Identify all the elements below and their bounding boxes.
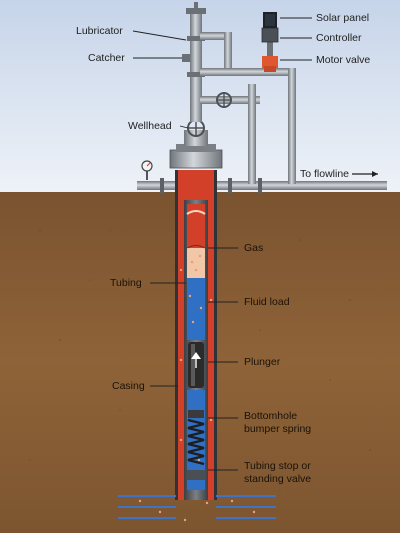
label-lubricator: Lubricator (76, 25, 123, 37)
label-tubing-stop-1: Tubing stop or (244, 460, 311, 472)
riser-collar-2 (187, 72, 205, 77)
wellhead-base-top (176, 144, 216, 152)
label-controller: Controller (316, 32, 362, 44)
label-wellhead: Wellhead (128, 120, 172, 132)
motor-valve-base (264, 66, 276, 72)
controller-box (261, 27, 279, 43)
tubing-upper-red (187, 204, 205, 248)
lubricator-cap (186, 8, 206, 14)
bubbles (179, 254, 213, 462)
label-tubing-stop-2: standing valve (244, 473, 312, 485)
tubing-stop (187, 470, 205, 480)
flowline-right-flange (228, 178, 232, 193)
label-tubing: Tubing (110, 277, 142, 289)
leader-lines (132, 17, 312, 471)
arrow-up-icon (191, 352, 201, 359)
flowline-flange-3 (258, 178, 262, 193)
perforations (118, 495, 276, 519)
label-motor-valve: Motor valve (316, 54, 371, 66)
upper-branch-h (200, 32, 230, 40)
riser-collar-1 (187, 36, 205, 41)
mid-branch-h (200, 68, 295, 76)
tubing-fluid-zone (187, 278, 205, 340)
bumper-top (188, 410, 204, 418)
upper-branch-v (224, 32, 232, 72)
perforation-bubbles (138, 499, 256, 522)
bumper-spring (187, 418, 205, 466)
flowline-left-flange (160, 178, 164, 193)
label-casing: Casing (112, 380, 145, 392)
label-solar-panel: Solar panel (316, 12, 370, 24)
lubricator-riser (190, 12, 202, 122)
plunger-highlight (191, 344, 195, 386)
label-to-flowline: To flowline (300, 168, 350, 180)
label-gas: Gas (244, 242, 264, 254)
gas-interface (186, 245, 206, 249)
earth-texture (28, 228, 372, 491)
label-catcher: Catcher (88, 52, 125, 64)
catcher-knob (182, 54, 190, 62)
label-plunger: Plunger (244, 356, 281, 368)
motor-valve-body (262, 56, 278, 68)
lower-branch-drop (248, 84, 256, 184)
wellhead-base (169, 149, 223, 169)
lubricator-top-rod (194, 2, 198, 10)
right-drop (288, 68, 296, 184)
label-fluid-load: Fluid load (244, 296, 290, 308)
pressure-gauge-icon (141, 160, 153, 180)
motor-valve-stem (267, 40, 273, 70)
top-interface (186, 210, 206, 215)
arrow-right-icon-head (372, 171, 378, 177)
tubing-gas-zone (187, 248, 205, 278)
label-bottomhole-2: bumper spring (244, 423, 312, 435)
label-bottomhole-1: Bottomhole (244, 410, 298, 422)
